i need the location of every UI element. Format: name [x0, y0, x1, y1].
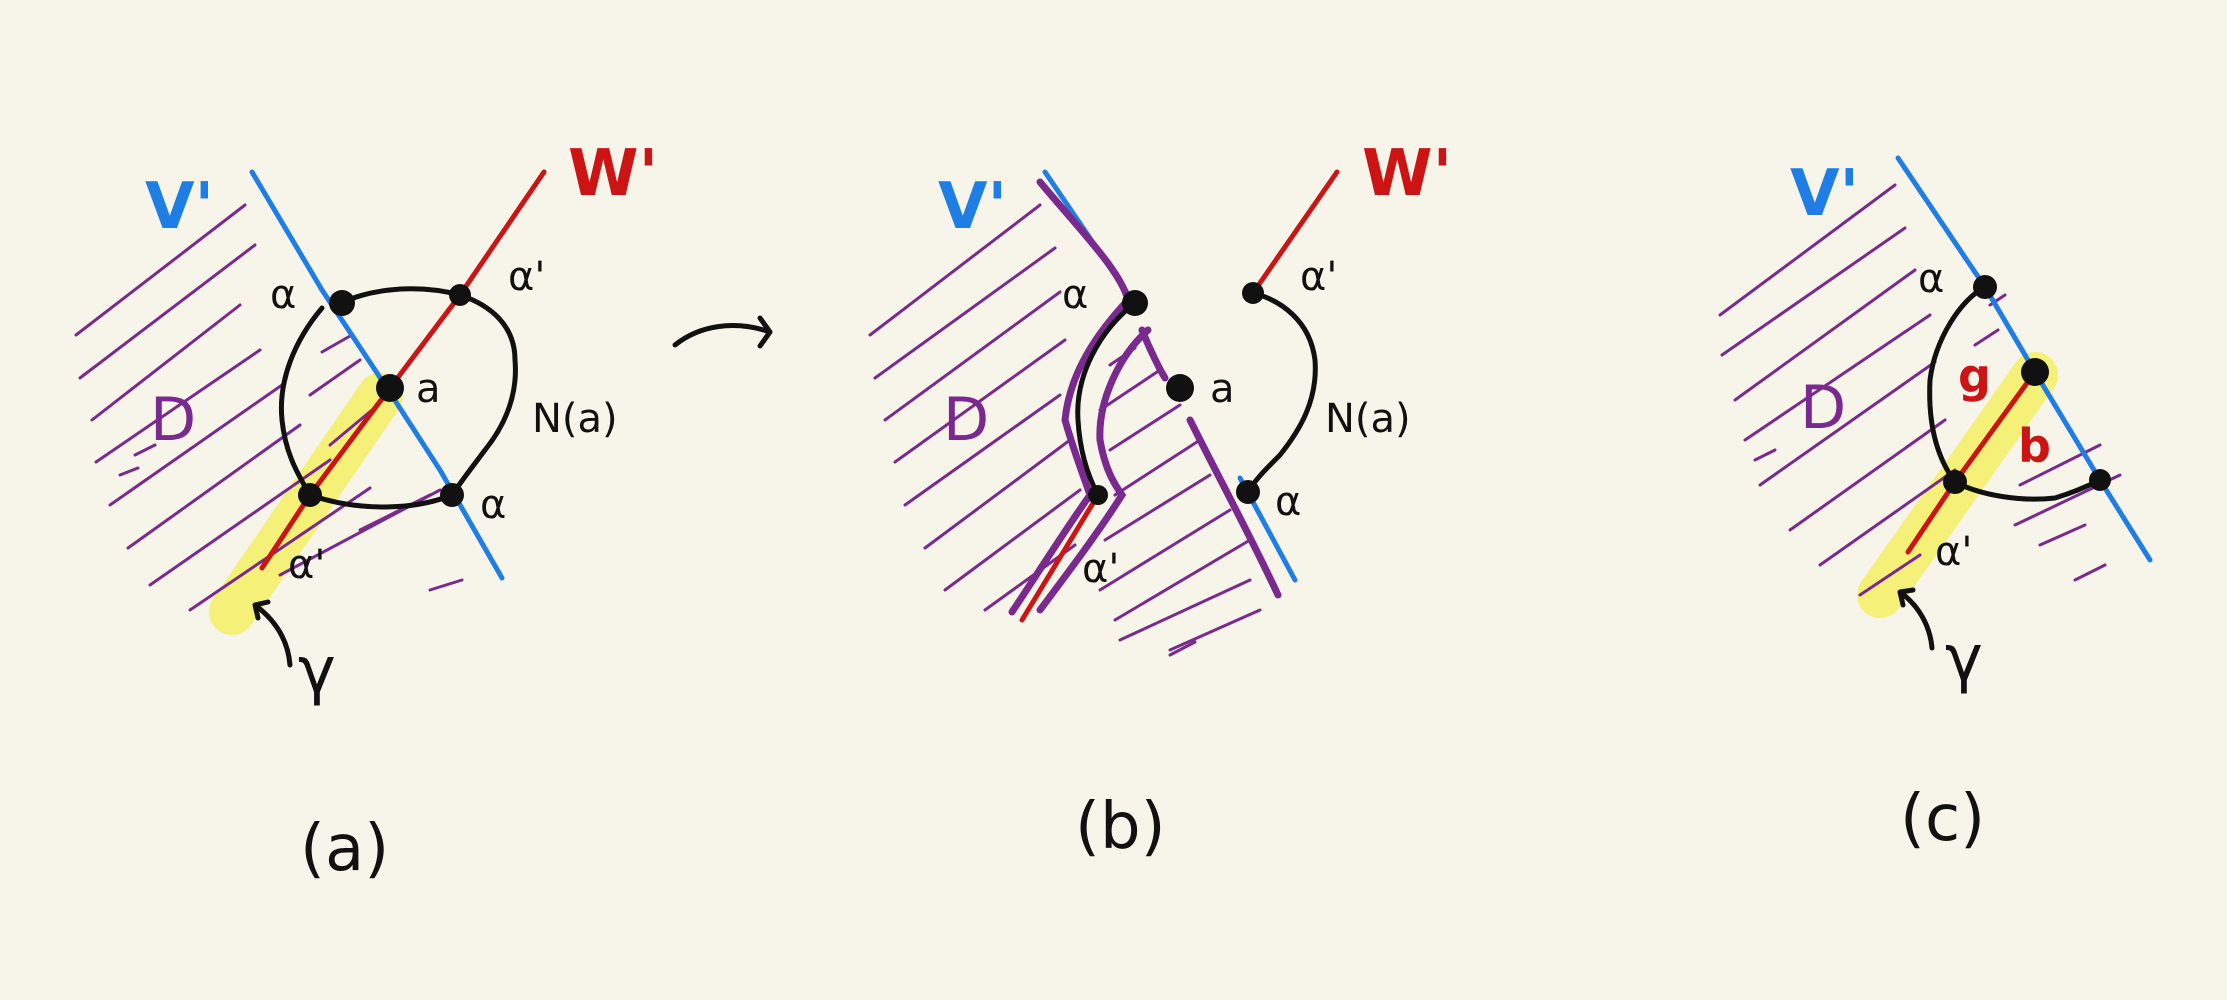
panel-b-dot-alpha-prime-top: [1242, 282, 1264, 304]
panel-b-curve-n: [1245, 290, 1318, 495]
panel-a-label-v: V': [145, 170, 214, 244]
panel-a-curve-n: [278, 286, 518, 510]
panel-b-red-line-top: [1250, 169, 1340, 296]
panel-c-label-g: g: [1958, 349, 1991, 403]
panel-a-label-gamma: γ: [298, 634, 336, 708]
panel-b-red-line-bottom: [1019, 492, 1101, 623]
panel-b-dot-alpha-prime-bottom: [1088, 485, 1108, 505]
panel-a-dot-alpha-bottom: [440, 483, 464, 507]
panel-b-label-alpha-prime-bottom: α': [1082, 546, 1119, 592]
panel-a-label-a: a: [416, 366, 441, 412]
panel-b-label-a: a: [1210, 366, 1235, 412]
panel-c-label-alpha: α: [1918, 256, 1944, 302]
panel-c-label-v: V': [1790, 157, 1859, 231]
panel-a-hatch-region: [74, 203, 464, 612]
panel-c-label-alpha-prime: α': [1935, 529, 1972, 575]
panel-b-dot-alpha-bottom: [1236, 480, 1260, 504]
transition-arrow: [672, 315, 773, 349]
panel-c-dot-alpha-prime: [1943, 470, 1967, 494]
panel-c-label-d: D: [1800, 373, 1846, 443]
panel-a-label-alpha-bottom: α: [480, 482, 506, 528]
panel-b-label-n: N(a): [1325, 396, 1411, 442]
panel-c-curve-bottom: [1952, 477, 2103, 502]
panel-c-hatch-region: [1718, 183, 2122, 597]
panel-c-dot-alpha-top: [1973, 275, 1997, 299]
panel-b: V' W' D α α' a N(a) α α' (b): [868, 137, 1452, 864]
panel-b-label-w: W': [1362, 137, 1452, 211]
panel-b-boundary-left: [1008, 178, 1132, 616]
panel-b-label-v: V': [938, 170, 1007, 244]
panel-b-label-alpha-prime-top: α': [1300, 254, 1337, 300]
panel-c-curve-top: [1927, 284, 1988, 485]
panel-a-dot-a: [376, 374, 404, 402]
panel-a-label-alpha-prime-top: α': [508, 254, 545, 300]
panel-a-dot-alpha-top: [329, 290, 355, 316]
panel-a-label-alpha-top: α: [270, 272, 296, 318]
panel-b-label-alpha-bottom: α: [1275, 479, 1301, 525]
panel-c-dot-right: [2089, 469, 2111, 491]
panel-c-label-b: b: [2018, 419, 2051, 473]
panel-a-label-n: N(a): [532, 396, 618, 442]
panel-a-dot-alpha-prime-bottom: [298, 483, 322, 507]
panel-b-dot-a: [1166, 374, 1194, 402]
panel-c-caption: (c): [1900, 782, 1985, 856]
panel-b-caption: (b): [1075, 790, 1166, 864]
panel-c-label-gamma: γ: [1945, 622, 1983, 696]
panel-a-label-d: D: [150, 385, 196, 455]
panel-a-caption: (a): [300, 812, 389, 886]
panel-c: V' D α g b α' γ (c): [1718, 155, 2153, 856]
panel-b-curve-left: [1075, 300, 1138, 498]
panel-b-boundary-right: [1138, 326, 1282, 599]
panel-b-label-d: D: [943, 385, 989, 455]
panel-a: V' W' D α α' a N(a) α α' γ (a): [74, 137, 658, 886]
panel-c-gamma-arrow: [1897, 587, 1935, 651]
panel-b-dot-alpha-top: [1122, 290, 1148, 316]
panel-a-gamma-arrow: [252, 599, 293, 668]
panel-b-boundary-inner: [1036, 326, 1152, 614]
panel-a-label-w: W': [568, 137, 658, 211]
panel-a-label-alpha-prime-bottom: α': [288, 542, 325, 588]
panel-b-hatch-region: [868, 203, 1262, 657]
panel-c-dot-junction: [2021, 358, 2049, 386]
panel-b-label-alpha-top: α: [1062, 272, 1088, 318]
panel-a-dot-alpha-prime-top: [449, 284, 471, 306]
